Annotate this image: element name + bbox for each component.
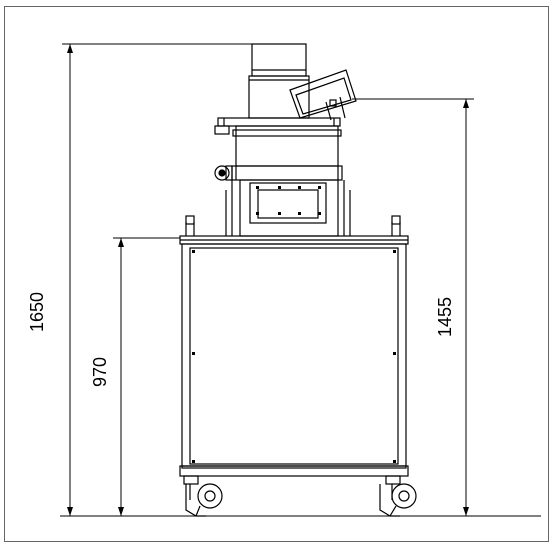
dim-label-970: 970 <box>90 357 110 387</box>
dimension-arrows <box>67 44 469 516</box>
dimension-lines <box>60 43 541 517</box>
machine-drawing <box>179 43 417 517</box>
caster-right <box>379 475 417 517</box>
side-knob <box>214 165 233 181</box>
caster-left <box>183 475 223 517</box>
dim-label-1650: 1650 <box>27 292 47 332</box>
dim-label-1455: 1455 <box>435 297 455 337</box>
table-top <box>179 215 409 245</box>
feed-hopper <box>289 69 357 121</box>
cabinet <box>179 243 409 477</box>
frame-border <box>4 6 549 542</box>
chamber-housing <box>231 125 343 181</box>
fastener-dots <box>192 186 396 463</box>
motor <box>248 43 310 119</box>
lower-housing <box>225 179 351 237</box>
